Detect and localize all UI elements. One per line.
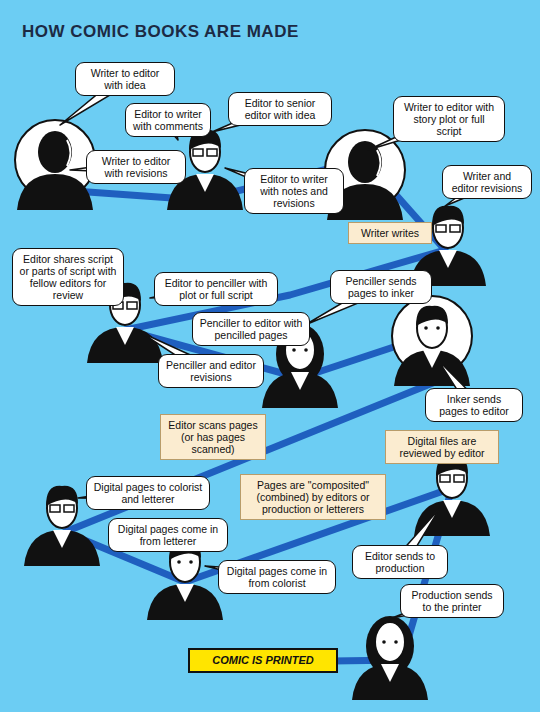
- glasses: [450, 225, 460, 232]
- bubble-text: Pages are "composited" (combined) by edi…: [247, 479, 379, 515]
- body: [352, 664, 428, 700]
- caption-box: Pages are "composited" (combined) by edi…: [240, 474, 386, 520]
- bubble-text: Editor to senior editor with idea: [235, 97, 325, 121]
- bubble-text: Digital pages to colorist and letterer: [93, 481, 203, 505]
- glasses: [50, 505, 60, 512]
- speech-bubble: Writer to editor with revisions: [86, 150, 186, 184]
- glasses: [193, 149, 203, 156]
- speech-bubble: Digital pages come in from colorist: [218, 560, 336, 594]
- bubble-text: Production sends to the printer: [407, 589, 497, 613]
- speech-bubble: Writer to editor with story plot or full…: [393, 96, 505, 142]
- bubble-text: Editor sends to production: [359, 550, 441, 574]
- hair: [416, 306, 448, 326]
- collar: [196, 174, 214, 192]
- speech-bubble: Writer and editor revisions: [442, 165, 532, 199]
- collar: [291, 372, 309, 390]
- body: [87, 327, 163, 363]
- speech-bubble: Penciller sends pages to inker: [330, 270, 432, 304]
- head: [375, 622, 405, 662]
- eye: [292, 348, 296, 352]
- collar: [53, 530, 71, 548]
- highlight: [67, 140, 71, 166]
- bubble-text: Penciller and editor revisions: [165, 359, 257, 383]
- bubble-text: Editor shares script or parts of script …: [19, 253, 117, 301]
- bubble-text: Writer writes: [355, 227, 425, 239]
- bubble-text: Editor scans pages (or has pages scanned…: [167, 419, 259, 455]
- inker-figure: [392, 296, 472, 386]
- glasses: [64, 505, 74, 512]
- eye: [394, 640, 398, 644]
- collar: [381, 664, 399, 682]
- bubble-text: Inker sends pages to editor: [432, 393, 516, 417]
- speech-bubble: Digital pages to colorist and letterer: [86, 476, 210, 510]
- speech-bubble: Inker sends pages to editor: [425, 388, 523, 422]
- bubble-text: Writer and editor revisions: [449, 170, 525, 194]
- bubble-text: Editor to penciller with plot or full sc…: [161, 277, 271, 301]
- flow-line: [60, 160, 452, 662]
- glasses: [454, 475, 464, 482]
- collar: [116, 327, 134, 345]
- speech-bubble: Production sends to the printer: [400, 584, 504, 618]
- speech-bubble: Editor sends to production: [352, 545, 448, 579]
- bubble-text: Editor to writer with comments: [132, 108, 204, 132]
- speech-bubble: Editor to writer with notes and revision…: [244, 168, 344, 214]
- writer-figure: [15, 120, 95, 210]
- bubble-text: Digital pages come in from letterer: [115, 523, 221, 547]
- woman-figure: [352, 616, 428, 700]
- hair: [46, 486, 78, 506]
- bubble-text: Editor to writer with notes and revision…: [251, 173, 337, 209]
- eye: [424, 326, 428, 330]
- glasses: [440, 475, 450, 482]
- eye: [304, 348, 308, 352]
- speech-bubble: Writer to editor with idea: [75, 62, 175, 96]
- bubble-text: Digital files are reviewed by editor: [392, 435, 492, 459]
- eye: [177, 560, 181, 564]
- body: [262, 372, 338, 408]
- speech-bubble: Editor shares script or parts of script …: [12, 248, 124, 306]
- bubble-text: Digital pages come in from colorist: [225, 565, 329, 589]
- body: [147, 584, 223, 620]
- eye: [382, 640, 386, 644]
- caption-box: Writer writes: [348, 222, 432, 244]
- speech-bubble: Digital pages come in from letterer: [108, 518, 228, 552]
- collar: [423, 350, 441, 368]
- final-step-box: COMIC IS PRINTED: [188, 648, 338, 673]
- collar: [443, 500, 461, 518]
- eye: [436, 326, 440, 330]
- bubble-text: Writer to editor with idea: [82, 67, 168, 91]
- bubble-text: Writer to editor with revisions: [93, 155, 179, 179]
- speech-bubble: Editor to penciller with plot or full sc…: [154, 272, 278, 306]
- caption-box: Editor scans pages (or has pages scanned…: [160, 414, 266, 460]
- caption-box: Digital files are reviewed by editor: [385, 430, 499, 464]
- speech-bubble: Editor to senior editor with idea: [228, 92, 332, 126]
- glasses: [207, 149, 217, 156]
- glasses: [127, 302, 137, 309]
- head: [38, 131, 72, 173]
- speech-bubble: Penciller and editor revisions: [158, 354, 264, 388]
- glasses: [436, 225, 446, 232]
- bubble-text: Writer to editor with story plot or full…: [400, 101, 498, 137]
- speech-bubble: Penciller to editor with pencilled pages: [192, 312, 310, 346]
- speech-bubble: Editor to writer with comments: [125, 103, 211, 137]
- title: HOW COMIC BOOKS ARE MADE: [22, 22, 299, 42]
- bubble-text: Penciller sends pages to inker: [337, 275, 425, 299]
- hair: [432, 206, 464, 226]
- bubble-text: COMIC IS PRINTED: [198, 654, 328, 667]
- body: [24, 530, 100, 566]
- collar: [176, 584, 194, 602]
- collar: [439, 250, 457, 268]
- bubble-text: Penciller to editor with pencilled pages: [199, 317, 303, 341]
- highlight: [377, 150, 381, 176]
- body: [17, 174, 93, 210]
- eye: [189, 560, 193, 564]
